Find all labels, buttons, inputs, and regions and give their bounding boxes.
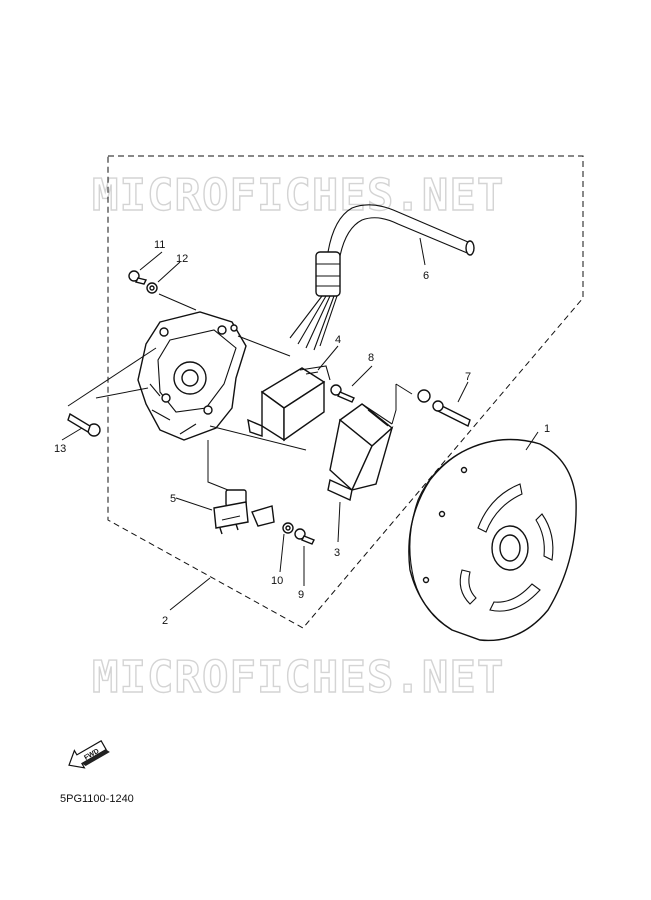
screw-11 [128, 270, 148, 285]
screw-13 [67, 412, 101, 437]
callout-13: 13 [54, 443, 66, 455]
callout-3: 3 [334, 547, 340, 559]
callout-10: 10 [271, 575, 283, 587]
callout-1: 1 [544, 423, 550, 435]
screw-8 [330, 384, 355, 403]
callout-7: 7 [465, 371, 471, 383]
charging-coil [327, 403, 394, 502]
pickup-coil [213, 489, 249, 535]
washer-10 [282, 522, 294, 534]
callout-2: 2 [162, 615, 168, 627]
stator-base-plate [137, 311, 247, 441]
forward-arrow-icon: FWD [68, 740, 110, 769]
flywheel-rotor [408, 438, 577, 642]
callout-5: 5 [170, 493, 176, 505]
washer-12 [146, 282, 158, 294]
bracket [251, 505, 275, 527]
callout-6: 6 [423, 270, 429, 282]
source-coil [247, 365, 331, 442]
callout-9: 9 [298, 589, 304, 601]
screw-7 [417, 389, 471, 427]
callout-8: 8 [368, 352, 374, 364]
callout-12: 12 [176, 253, 188, 265]
lead-wire-harness [289, 204, 475, 351]
figure-code: 5PG1100-1240 [60, 793, 134, 805]
watermark-top: MICROFICHES.NET [92, 170, 504, 221]
callout-4: 4 [335, 334, 341, 346]
watermark-bottom: MICROFICHES.NET [92, 652, 504, 703]
assembly-boundary [107, 155, 584, 629]
callout-11: 11 [154, 239, 165, 251]
leader-lines [61, 237, 539, 611]
screw-9 [294, 528, 315, 545]
